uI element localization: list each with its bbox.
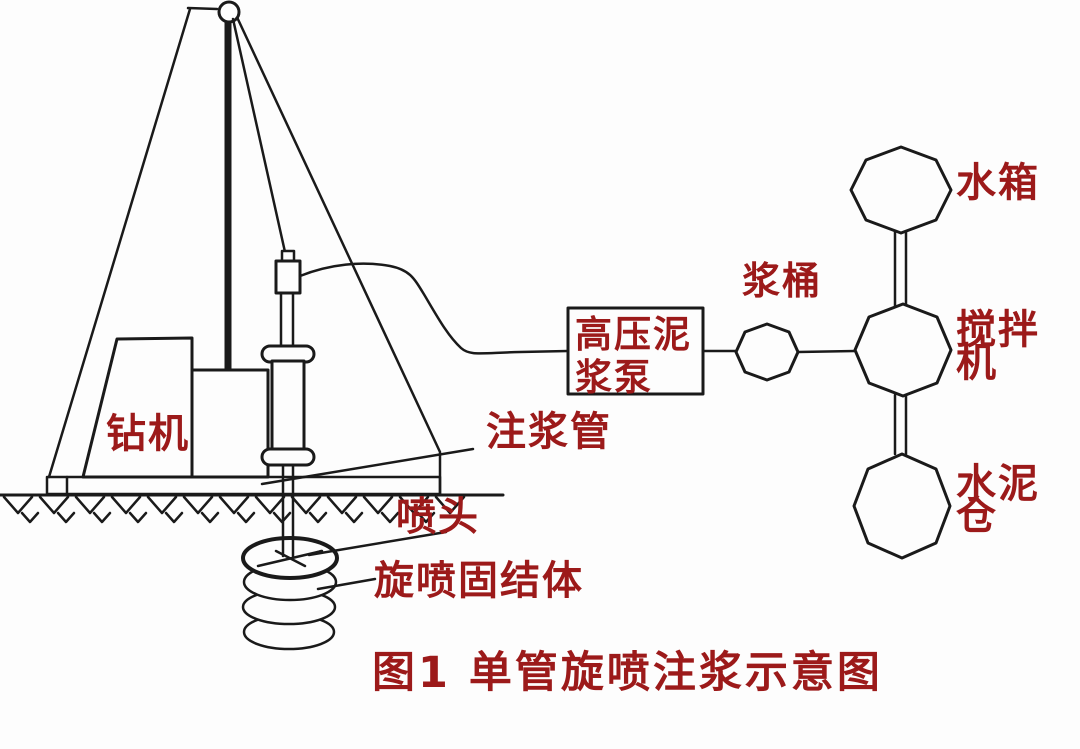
upper-rod [279, 291, 295, 349]
hoist-rope [231, 17, 287, 254]
slurry-bucket-octagon [734, 322, 800, 382]
label-cement-silo: 水泥 仓 [956, 464, 1040, 539]
label-mixer: 搅拌 机 [956, 310, 1040, 386]
swivel [274, 259, 302, 295]
ground-hatch-row2 [20, 511, 436, 524]
label-consolidated-body: 旋喷固结体 [374, 558, 584, 604]
rig-skid-base [45, 475, 442, 496]
high-pressure-hose [298, 262, 570, 355]
lower-collar [260, 447, 316, 467]
leader-lines [260, 447, 475, 591]
ground [0, 493, 505, 524]
supply-chain [701, 145, 953, 560]
label-mixer-line2: 机 [956, 339, 998, 386]
label-slurry-bucket: 浆桶 [742, 259, 823, 303]
label-nozzle: 喷头 [396, 494, 480, 540]
rig-engine-box [190, 368, 270, 479]
label-water-tank: 水箱 [956, 160, 1040, 206]
tank-to-mixer-pipes [893, 230, 908, 308]
drill-string [260, 249, 316, 558]
label-drill-rig: 钻机 [106, 411, 190, 457]
label-pump-line1: 高压泥 [575, 313, 692, 356]
label-mixer-line1: 搅拌 [956, 307, 1040, 353]
label-pump: 高压泥 浆泵 [575, 313, 692, 399]
label-grout-pipe: 注浆管 [486, 409, 612, 455]
pump-box [566, 306, 705, 396]
grout-pipe-leader [260, 447, 475, 486]
derrick [47, 0, 442, 496]
figure-caption: 图1 单管旋喷注浆示意图 [372, 648, 883, 698]
derrick-top-bar [186, 6, 219, 11]
ground-hatch-row1 [2, 495, 466, 515]
mixer-octagon [853, 302, 953, 398]
mixer-to-silo-pipes [893, 393, 908, 456]
pulley [217, 0, 241, 24]
label-cement-silo-line1: 水泥 [956, 461, 1040, 507]
power-head-cylinder [270, 359, 306, 452]
label-pump-line2: 浆泵 [575, 355, 653, 399]
nozzle-leader [307, 530, 448, 557]
consolidated-body-leader [316, 577, 377, 591]
label-cement-silo-line2: 仓 [956, 493, 998, 539]
derrick-left-leg [47, 7, 192, 479]
consolidated-body [241, 536, 339, 651]
bucket-to-mixer-line [796, 349, 857, 354]
water-tank-octagon [849, 145, 953, 235]
cement-silo-octagon [852, 452, 952, 560]
